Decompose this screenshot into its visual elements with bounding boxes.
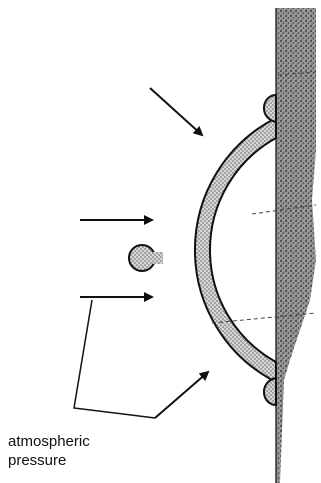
label-pointers bbox=[74, 300, 155, 418]
arrow-top bbox=[150, 88, 202, 135]
label-line-2: pressure bbox=[8, 451, 90, 470]
label-line-1: atmospheric bbox=[8, 432, 90, 451]
hemisphere-shell bbox=[129, 95, 276, 405]
atmospheric-pressure-label: atmospheric pressure bbox=[8, 432, 90, 470]
arrow-bottom bbox=[155, 372, 208, 418]
wall bbox=[276, 8, 316, 483]
